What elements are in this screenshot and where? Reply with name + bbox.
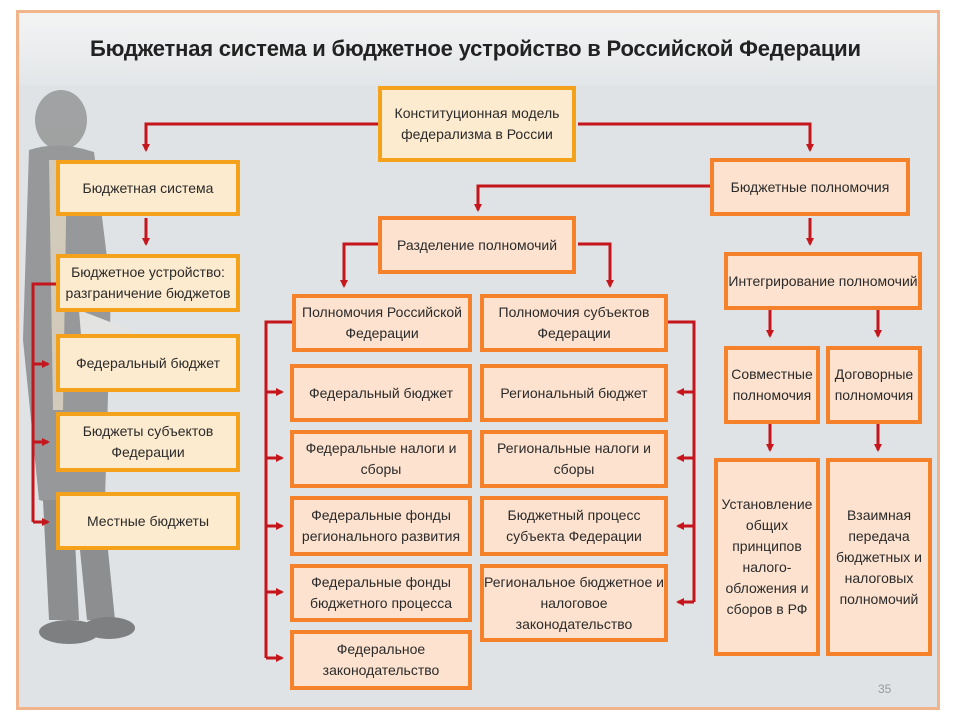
subject-bracket [668,320,696,602]
box-fed-taxes: Федеральные налоги и сборы [290,430,472,488]
box-integration: Интегрирование полномочий [724,252,922,310]
box-fed-budget: Федеральный бюджет [290,364,472,422]
left-bracket [31,282,56,522]
arrow-to-rf-powers [340,242,378,288]
box-reg-budget: Региональный бюджет [480,364,668,422]
arrow-to-subject-powers [578,242,614,288]
page-number: 35 [878,682,892,696]
box-subject-budgets: Бюджеты субъектов Федерации [56,412,240,472]
box-reg-taxes: Региональные налоги и сборы [480,430,668,488]
box-federal-budget-left: Федеральный бюджет [56,334,240,392]
box-budget-powers: Бюджетные полномочия [710,158,910,216]
box-budget-structure: Бюджетное устройство: разграничение бюдж… [56,254,240,312]
box-reg-law: Региональное бюджетное и налоговое закон… [480,564,668,642]
box-fed-law: Федеральное законодательство [290,630,472,690]
box-reg-process: Бюджетный процесс субъекта Федерации [480,496,668,556]
box-separation: Разделение полномочий [378,216,576,274]
arrow-to-separation [474,184,710,212]
box-mutual-transfer: Взаимная передача бюджетных и налоговых … [826,458,932,656]
rf-bracket [264,320,292,658]
box-rf-powers: Полномочия Российской Федерации [292,294,472,352]
box-general-principles: Установление общих принципов налого-обло… [714,458,820,656]
box-local-budgets: Местные бюджеты [56,492,240,550]
box-fed-funds-regional: Федеральные фонды регионального развития [290,496,472,556]
box-contract-powers: Договорные полномочия [826,346,922,424]
title-bar [19,13,937,85]
arrow-to-budget-powers [578,122,814,152]
box-fed-funds-process: Федеральные фонды бюджетного процесса [290,564,472,622]
slide-title: Бюджетная система и бюджетное устройство… [90,36,861,61]
box-budget-system: Бюджетная система [56,160,240,216]
box-subject-powers: Полномочия субъектов Федерации [480,294,668,352]
box-constitutional: Конституционная модель федерализма в Рос… [378,86,576,162]
box-joint-powers: Совместные полномочия [724,346,820,424]
arrow-to-budget-system [142,122,380,152]
